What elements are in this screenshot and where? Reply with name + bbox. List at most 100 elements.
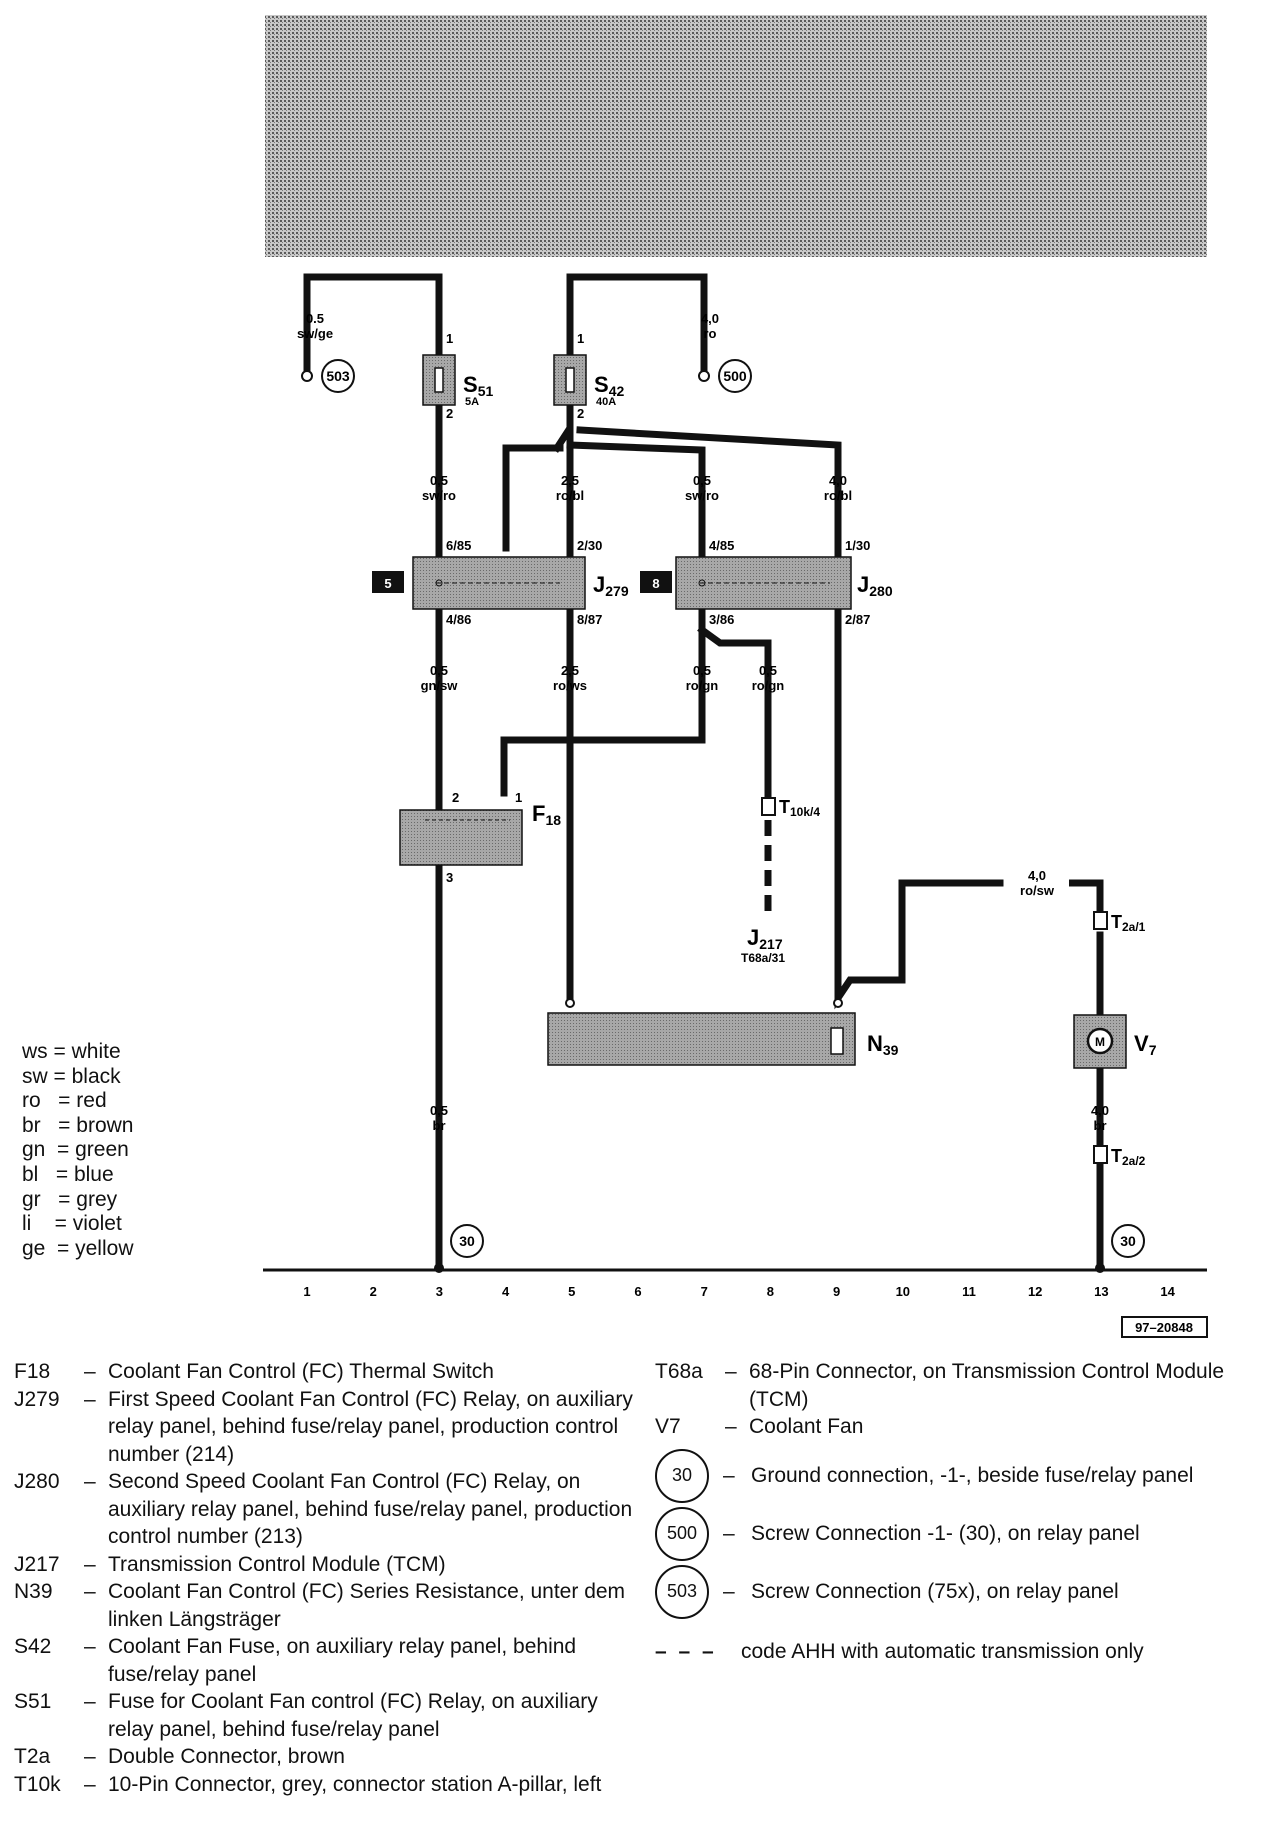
legend-code: V7 [655,1415,681,1438]
dashed-line-symbol: – – – [655,1639,717,1663]
legend-item: V7–Coolant Fan [655,1413,1255,1441]
legend-item: T2a–Double Connector, brown [14,1743,634,1771]
pin-s42-1: 1 [577,331,584,346]
ground-symbol-icon: 30 [655,1448,709,1503]
legend-text: First Speed Coolant Fan Control (FC) Rel… [108,1387,633,1466]
wire-gauge-label: 4,0 [829,473,847,488]
legend-text: Fuse for Coolant Fan control (FC) Relay,… [108,1690,598,1741]
label-s42: S42 [594,372,624,399]
legend-code: J279 [14,1387,60,1411]
legend-symbol-item: 30–Ground connection, -1-, beside fuse/r… [655,1447,1255,1505]
label-s51-rating: 5A [465,396,479,408]
relay-badge-8-text: 8 [652,576,659,591]
legend-dash: – [84,1745,96,1768]
legend-item: S51–Fuse for Coolant Fan control (FC) Re… [14,1688,634,1743]
pin-f18-3: 3 [446,870,453,885]
wire-color-label: ro/sw [1020,883,1055,898]
label-s42-rating: 40A [596,396,616,408]
wire-gauge-label: 0,5 [430,1103,448,1118]
legend-code: F18 [14,1360,51,1383]
label-t10k: T10k/4 [779,797,820,819]
legend-dashed-text: code AHH with automatic transmission onl… [741,1639,1144,1663]
legend-dash: – [84,1580,96,1603]
wire-color-label: ro/ws [553,678,587,693]
column-number: 9 [833,1284,840,1299]
pin-j280-3: 3/86 [709,612,734,627]
wire-color-label: ro [704,326,717,341]
legend-dash: – [84,1470,96,1493]
relay-badge-5-text: 5 [384,576,391,591]
color-legend-item: ws = white [22,1040,121,1063]
resistor-n39 [547,998,856,1066]
pin-f18-2: 2 [452,790,459,805]
wire-ro-gn [500,606,706,797]
legend-item: J280–Second Speed Coolant Fan Control (F… [14,1468,634,1551]
column-number: 5 [568,1284,575,1299]
component-legend-right: T68a–68-Pin Connector, on Transmission C… [655,1358,1255,1681]
pin-j279-4: 4/86 [446,612,471,627]
column-number: 10 [896,1284,910,1299]
column-number: 12 [1028,1284,1042,1299]
column-number: 11 [962,1284,976,1299]
color-legend-item: ro = red [22,1089,107,1113]
wire-gauge-label: 0,5 [430,473,448,488]
wire-gauge-label: 4,0 [701,311,719,326]
wire-ro-sw [834,606,1004,1010]
thermal-switch-f18 [399,809,523,866]
legend-dash: – [723,1463,735,1487]
label-j217-pin: T68a/31 [741,951,785,965]
legend-dash: – [725,1415,737,1438]
pin-j280-1: 1/30 [845,538,870,553]
label-s51: S51 [463,372,493,399]
legend-text: Coolant Fan Control (FC) Thermal Switch [108,1360,494,1383]
label-f18: F18 [532,801,561,828]
legend-item: S42–Coolant Fan Fuse, on auxiliary relay… [14,1633,634,1688]
wire-color-label: ro/bl [556,488,584,503]
ground-circle-500: 500 [718,359,752,393]
wire-gauge-label: 4,0 [1091,1103,1109,1118]
wiring-diagram: 5 8 M 503 500 30 [263,15,1208,1338]
svg-text:503: 503 [326,368,350,384]
legend-text: Coolant Fan Fuse, on auxiliary relay pan… [108,1635,577,1686]
wire-gauge-label: 4,0 [1028,868,1046,883]
legend-text: Screw Connection (75x), on relay panel [751,1579,1119,1603]
color-legend-item: sw = black [22,1064,121,1088]
wire-j279-feed [502,444,564,552]
legend-dash: – [84,1690,96,1713]
pin-j279-8: 8/87 [577,612,602,627]
ref-number-box [1121,1316,1208,1338]
pin-f18-1: 1 [515,790,522,805]
svg-text:M: M [1095,1035,1105,1049]
legend-text: Second Speed Coolant Fan Control (FC) Re… [108,1470,633,1548]
pin-j280-4: 4/85 [709,538,734,553]
ground-circle-30-left: 30 [450,1224,484,1258]
legend-code: N39 [14,1580,53,1603]
ground-circle-30-right: 30 [1111,1224,1145,1258]
wire-color-label: ro/gn [752,678,785,693]
ground-circle-503: 503 [321,359,355,393]
wire-color-label: sw/ge [297,326,333,341]
legend-dashed-row: – – – code AHH with automatic transmissi… [655,1623,1255,1681]
legend-dash: – [725,1360,737,1383]
wire-sw-ge [303,273,443,374]
svg-text:30: 30 [1120,1233,1136,1249]
fuse-relay-panel-header [265,15,1207,257]
wire-ro-bl-j280 [576,426,842,559]
label-v7: V7 [1134,1031,1157,1058]
wire-gauge-label: 0,5 [430,663,448,678]
label-n39: N39 [867,1031,899,1058]
column-number: 6 [634,1284,641,1299]
legend-symbol-item: 500–Screw Connection -1- (30), on relay … [655,1505,1255,1563]
legend-text: Double Connector, brown [108,1745,345,1768]
wire-gauge-label: 0,5 [759,663,777,678]
wire-gauge-label: 0.5 [306,311,324,326]
wire-color-label: ro/bl [824,488,852,503]
legend-dash: – [84,1635,96,1658]
connector-marker-t2a2 [1093,1145,1108,1164]
coolant-fan-v7: M [1073,1014,1127,1069]
legend-item: F18–Coolant Fan Control (FC) Thermal Swi… [14,1358,634,1386]
ground-symbol-icon: 503 [655,1564,709,1619]
legend-symbol-item: 503–Screw Connection (75x), on relay pan… [655,1563,1255,1621]
relay-badge-5 [372,571,404,593]
